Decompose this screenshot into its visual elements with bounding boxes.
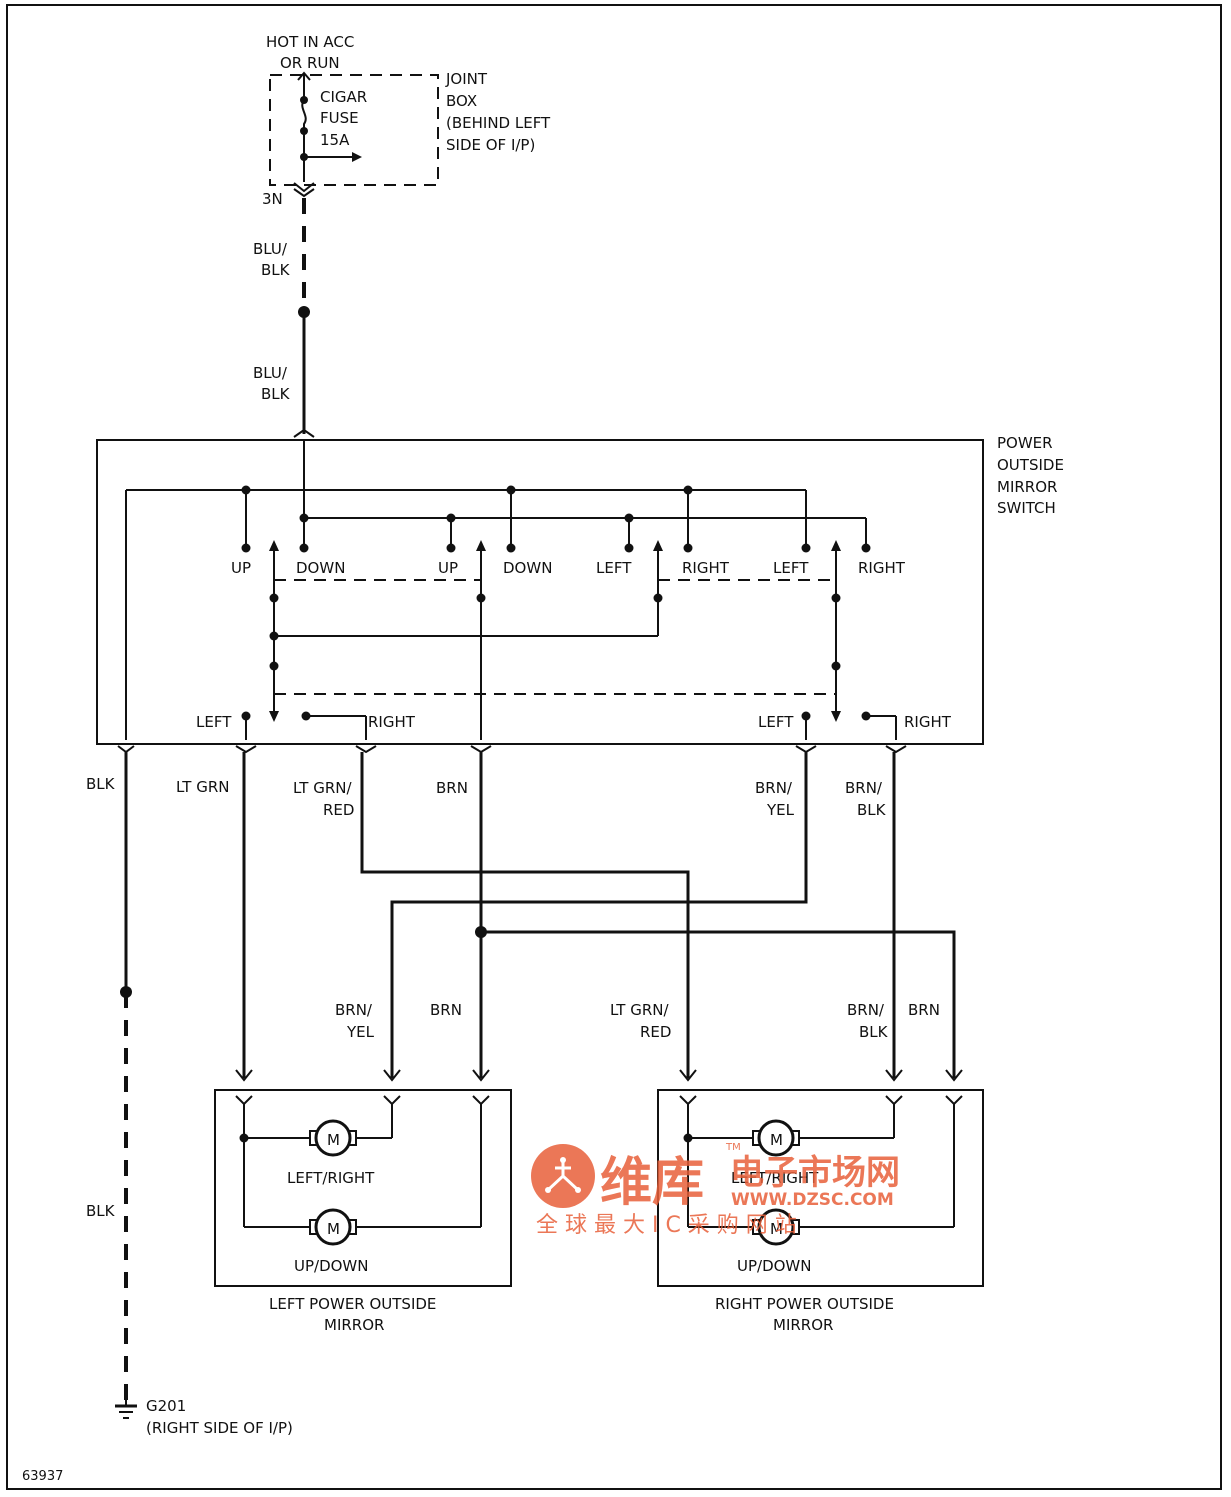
left-mirror-outline [214, 1089, 512, 1287]
contact-right-2: RIGHT [858, 559, 906, 577]
fuse-label: FUSE [320, 109, 359, 127]
right-mirror-ud-motor-icon: M [752, 1208, 800, 1246]
left-mirror-lr-motor-icon: M [309, 1119, 357, 1157]
wire-brn-label: BRN [436, 779, 468, 797]
wire-rm-brn-label: BRN [908, 1001, 940, 1019]
watermark-market: 电子市场网 [730, 1153, 900, 1193]
left-mirror-motor2-symbol: M [327, 1220, 340, 1238]
joint-box-label-2: BOX [446, 92, 477, 110]
output-left-b: LEFT [758, 713, 794, 731]
switch-title-2: OUTSIDE [997, 456, 1064, 474]
ground-icon [115, 1404, 137, 1419]
right-mirror-outline [657, 1089, 984, 1287]
figure-number: 63937 [22, 1469, 63, 1484]
hot-in-acc-label: HOT IN ACC [266, 33, 354, 51]
ground-g201: G201 (RIGHT SIDE OF I/P) [115, 1397, 293, 1437]
left-mirror-title-1: LEFT POWER OUTSIDE [269, 1295, 436, 1313]
right-mirror-motor1-symbol: M [770, 1131, 783, 1149]
fuse-rating-label: 15A [320, 131, 350, 149]
wire-lt-grn-red-label-2: RED [323, 801, 354, 819]
output-left-a: LEFT [196, 713, 232, 731]
contact-left-1: LEFT [596, 559, 632, 577]
wire-rm-lt-grn-red-label-1: LT GRN/ [610, 1001, 669, 1019]
dzsc-logo-icon [531, 1144, 595, 1208]
wire-blk-label: BLK [86, 775, 116, 793]
fuse-section: HOT IN ACC OR RUN CIGAR FUSE 15A JOINT B… [262, 33, 551, 208]
contact-down-1: DOWN [296, 559, 345, 577]
wire-lm-brn-yel-label-2: YEL [346, 1023, 375, 1041]
joint-box-label-4: SIDE OF I/P) [446, 136, 535, 154]
fuse-symbol [301, 99, 307, 131]
right-mirror-motor2-symbol: M [770, 1220, 783, 1238]
contact-down-2: DOWN [503, 559, 552, 577]
switch-title-3: MIRROR [997, 478, 1057, 496]
cigar-label: CIGAR [320, 88, 367, 106]
contact-left-2: LEFT [773, 559, 809, 577]
connector-3n-label: 3N [262, 190, 283, 208]
dzsc-watermark: 维库 TM 电子市场网 WWW.DZSC.COM 全 球 最 大 I C 采 购… [531, 1142, 900, 1238]
wire-lt-grn-red-label-1: LT GRN/ [293, 779, 352, 797]
right-mirror-title-1: RIGHT POWER OUTSIDE [715, 1295, 894, 1313]
joint-box-label-3: (BEHIND LEFT [446, 114, 551, 132]
diagram-frame [6, 4, 1222, 1490]
wire-lt-grn-label: LT GRN [176, 778, 230, 796]
left-mirror-motor2-label: UP/DOWN [294, 1257, 369, 1275]
harness: BLK BLK LT GRN LT GRN/ RED LT GRN/ RED B… [86, 752, 963, 1400]
right-mirror: M M LEFT/RIGHT UP/DOWN RIGHT POWER OUTSI… [657, 1089, 984, 1334]
right-mirror-title-2: MIRROR [773, 1316, 833, 1334]
wire-rm-brn-blk-label-1: BRN/ [847, 1001, 885, 1019]
feed-wire-upper-label-1: BLU/ [253, 240, 288, 258]
contact-right-1: RIGHT [682, 559, 730, 577]
joint-box-outline [269, 74, 439, 186]
wire-brn-yel-label-2: YEL [766, 801, 795, 819]
switch-outline [96, 439, 984, 745]
wire-blk-ground-label: BLK [86, 1202, 116, 1220]
wire-brn-blk-label-2: BLK [857, 801, 887, 819]
watermark-slogan: 全 球 最 大 I C 采 购 网 站 [536, 1213, 797, 1238]
feed-wire-upper-label-2: BLK [261, 261, 291, 279]
contact-up-1: UP [231, 559, 251, 577]
right-mirror-motor2-label: UP/DOWN [737, 1257, 812, 1275]
joint-box-label-1: JOINT [445, 70, 488, 88]
output-right-b: RIGHT [904, 713, 952, 731]
left-mirror-motor1-label: LEFT/RIGHT [287, 1169, 375, 1187]
left-mirror-motor1-symbol: M [327, 1131, 340, 1149]
wire-lm-brn-yel-label-1: BRN/ [335, 1001, 373, 1019]
wire-lm-brn-label: BRN [430, 1001, 462, 1019]
connector-3n-icon [293, 182, 315, 193]
output-right-a: RIGHT [368, 713, 416, 731]
watermark-brand: 维库 [600, 1153, 704, 1213]
right-mirror-motor1-label: LEFT/RIGHT [731, 1169, 819, 1187]
watermark-tm: TM [725, 1142, 741, 1153]
wire-rm-brn-blk-label-2: BLK [859, 1023, 889, 1041]
ground-location-label: (RIGHT SIDE OF I/P) [146, 1419, 293, 1437]
mirror-switch: POWER OUTSIDE MIRROR SWITCH [96, 434, 1064, 754]
right-mirror-lr-motor-icon: M [752, 1119, 800, 1157]
feed-wire: BLU/ BLK BLU/ BLK [253, 198, 315, 438]
switch-title-4: SWITCH [997, 499, 1056, 517]
or-run-label: OR RUN [280, 54, 340, 72]
switch-title-1: POWER [997, 434, 1053, 452]
wire-brn-blk-label-1: BRN/ [845, 779, 883, 797]
feed-wire-lower-label-2: BLK [261, 385, 291, 403]
wire-rm-lt-grn-red-label-2: RED [640, 1023, 671, 1041]
left-mirror-ud-motor-icon: M [309, 1208, 357, 1246]
watermark-url: WWW.DZSC.COM [731, 1190, 894, 1210]
contact-up-2: UP [438, 559, 458, 577]
left-mirror-title-2: MIRROR [324, 1316, 384, 1334]
wire-brn-yel-label-1: BRN/ [755, 779, 793, 797]
left-mirror: M M LEFT/RIGHT UP/DOWN LEFT POWER OUTSID… [214, 1089, 512, 1334]
ground-id-label: G201 [146, 1397, 186, 1415]
feed-wire-lower-label-1: BLU/ [253, 364, 288, 382]
